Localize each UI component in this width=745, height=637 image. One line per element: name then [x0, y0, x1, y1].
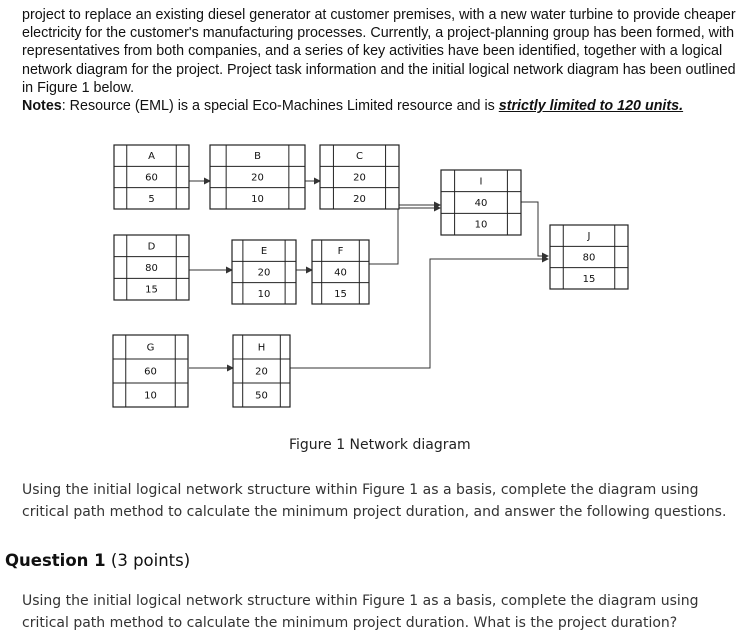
activity-node-j: J 80 15	[549, 224, 629, 290]
node-id-label: B	[254, 151, 261, 162]
node-resource: 5	[148, 194, 154, 205]
node-resource: 10	[475, 220, 488, 231]
activity-node-h: H 20 50	[232, 334, 291, 408]
node-id-label: H	[258, 343, 266, 354]
notes-line: Notes: Resource (EML) is a special Eco-M…	[22, 97, 742, 115]
activity-node-e: E 20 10	[231, 239, 297, 305]
node-duration: 20	[353, 173, 366, 184]
node-resource: 15	[583, 274, 596, 285]
arrow-h-j	[290, 255, 549, 369]
node-id-label: F	[338, 246, 344, 257]
node-duration: 20	[251, 173, 264, 184]
notes-label: Notes	[22, 98, 62, 115]
arrow-i-j	[521, 201, 549, 260]
node-id-label: C	[356, 151, 363, 162]
activity-node-a: A 60 5	[113, 144, 190, 210]
node-duration: 40	[334, 268, 347, 279]
activity-node-d: D 80 15	[113, 234, 190, 301]
node-id-label: I	[480, 176, 483, 187]
node-duration: 20	[255, 367, 268, 378]
node-duration: 80	[145, 263, 158, 274]
activity-node-b: B 20 10	[209, 144, 306, 210]
node-duration: 80	[583, 253, 596, 264]
node-id-label: G	[147, 343, 155, 354]
question-text: Using the initial logical network struct…	[22, 593, 699, 631]
instruction-text: Using the initial logical network struct…	[22, 482, 727, 520]
node-duration: 60	[145, 173, 158, 184]
node-duration: 20	[258, 268, 271, 279]
node-id-label: D	[148, 241, 156, 252]
activity-node-f: F 40 15	[311, 239, 370, 305]
node-duration: 40	[475, 198, 488, 209]
node-resource: 15	[145, 285, 158, 296]
question-title: Question 1 (3 points)	[5, 551, 190, 570]
node-id-label: E	[261, 246, 267, 257]
node-duration: 60	[144, 367, 157, 378]
activity-node-c: C 20 20	[319, 144, 400, 210]
activity-node-i: I 40 10	[440, 169, 522, 236]
dependency-arrows	[189, 177, 549, 372]
node-resource: 10	[258, 289, 271, 300]
node-resource: 20	[353, 194, 366, 205]
figure-caption: Figure 1 Network diagram	[289, 437, 471, 453]
node-resource: 10	[251, 194, 264, 205]
notes-text: : Resource (EML) is a special Eco-Machin…	[61, 98, 499, 115]
problem-statement: project to replace an existing diesel ge…	[22, 6, 742, 115]
arrow-f-i	[369, 204, 441, 265]
node-id-label: J	[587, 231, 591, 242]
notes-emphasis: strictly limited to 120 units.	[498, 98, 684, 115]
node-resource: 15	[334, 289, 347, 300]
question-points: (3 points)	[110, 551, 191, 570]
activity-node-g: G 60 10	[112, 334, 189, 408]
node-resource: 10	[144, 391, 157, 402]
node-resource: 50	[255, 391, 268, 402]
question-label: Question 1	[5, 551, 106, 570]
node-id-label: A	[148, 151, 155, 162]
intro-paragraph: project to replace an existing diesel ge…	[22, 7, 736, 96]
